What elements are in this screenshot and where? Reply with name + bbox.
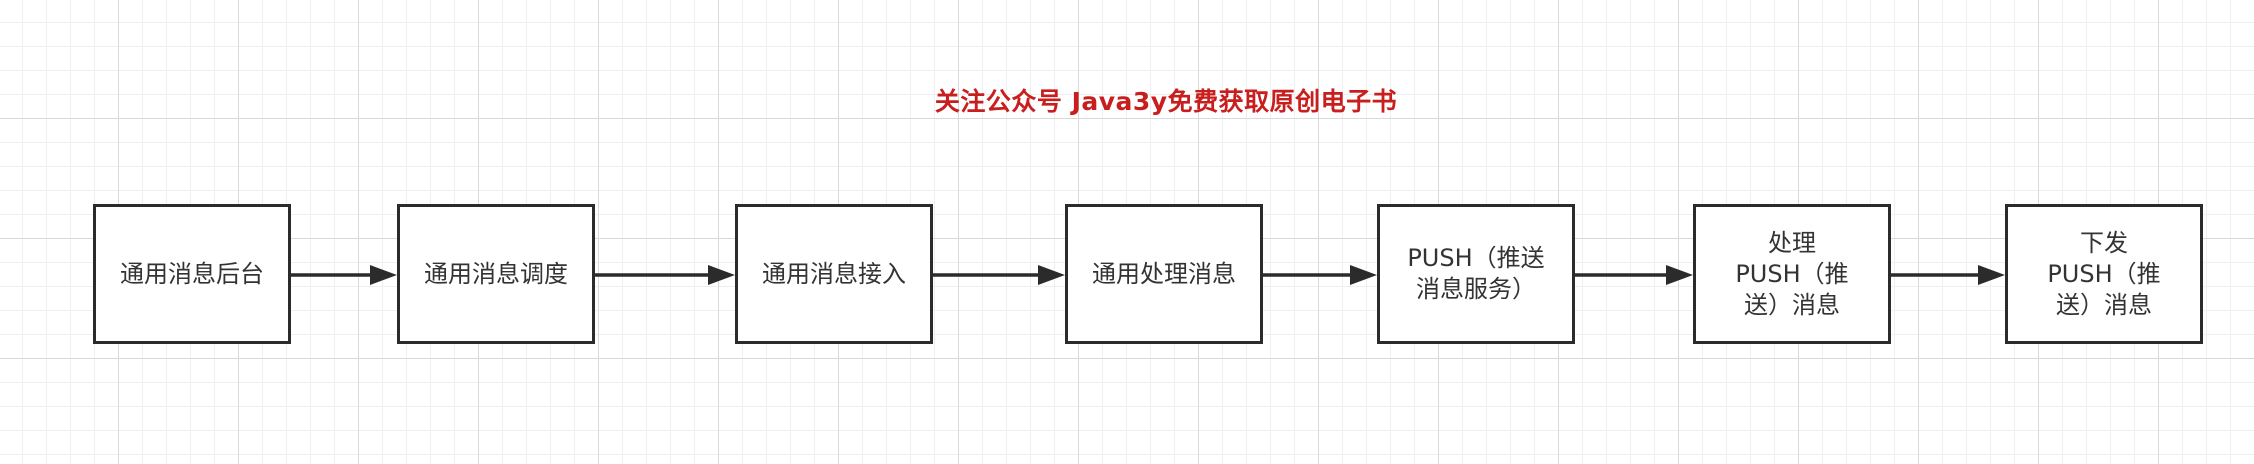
node-message-scheduler[interactable]: 通用消息调度 [397, 204, 595, 344]
edge-n3-n4 [933, 265, 1065, 285]
node-label: 通用消息接入 [762, 259, 906, 288]
node-label: 通用消息调度 [424, 259, 568, 288]
node-label: PUSH（推送 消息服务） [1407, 244, 1545, 303]
node-label: 通用消息后台 [120, 259, 264, 288]
arrowhead-icon [1038, 265, 1065, 285]
edge-n5-n6 [1575, 265, 1693, 285]
diagram-title: 关注公众号 Java3y免费获取原创电子书 [934, 87, 1398, 116]
arrowhead-icon [708, 265, 735, 285]
edge-n6-n7 [1891, 265, 2005, 285]
edge-n4-n5 [1263, 265, 1377, 285]
node-label: 处理 PUSH（推 送）消息 [1735, 228, 1849, 319]
node-message-ingest[interactable]: 通用消息接入 [735, 204, 933, 344]
edge-n1-n2 [291, 265, 397, 285]
node-message-processing[interactable]: 通用处理消息 [1065, 204, 1263, 344]
node-push-handle[interactable]: 处理 PUSH（推 送）消息 [1693, 204, 1891, 344]
node-push-service[interactable]: PUSH（推送 消息服务） [1377, 204, 1575, 344]
arrowhead-icon [1978, 265, 2005, 285]
node-label: 下发 PUSH（推 送）消息 [2047, 228, 2161, 319]
arrowhead-icon [1350, 265, 1377, 285]
arrowhead-icon [370, 265, 397, 285]
node-label: 通用处理消息 [1092, 259, 1236, 288]
node-push-deliver[interactable]: 下发 PUSH（推 送）消息 [2005, 204, 2203, 344]
edge-n2-n3 [595, 265, 735, 285]
node-message-backend[interactable]: 通用消息后台 [93, 204, 291, 344]
arrowhead-icon [1666, 265, 1693, 285]
